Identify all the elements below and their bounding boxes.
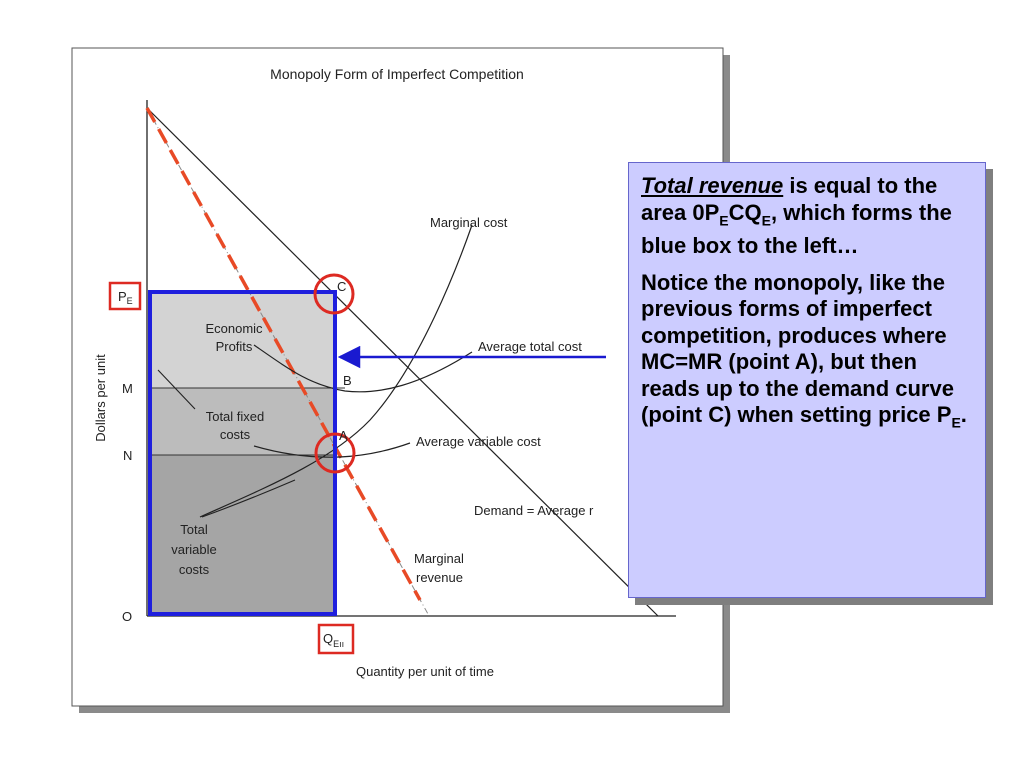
qe-marker-box (317, 623, 355, 655)
marginal-revenue-label-2: revenue (416, 570, 463, 585)
pe-tick-label: PE (118, 289, 133, 306)
callout-p1-part-b: CQ (728, 199, 762, 225)
total-fixed-costs-label-1: Total fixed (206, 409, 265, 424)
total-revenue-term: Total revenue (641, 173, 784, 198)
callout-p1-sub-1: E (719, 211, 729, 228)
n-tick-label: N (123, 448, 132, 463)
average-variable-cost-label: Average variable cost (416, 434, 541, 449)
demand-curve (146, 107, 659, 617)
marginal-revenue-label-1: Marginal (414, 551, 464, 566)
y-axis-label: Dollars per unit (93, 354, 108, 442)
total-fixed-costs-area (150, 388, 335, 455)
point-b-label: B (343, 373, 352, 388)
economic-profits-label-1: Economic (205, 321, 263, 336)
average-total-cost-label: Average total cost (478, 339, 582, 354)
average-variable-cost-curve (253, 442, 411, 458)
economic-profits-label-2: Profits (216, 339, 253, 354)
economic-profits-area (150, 292, 335, 388)
callout-p2-part-b: . (960, 402, 967, 428)
total-variable-costs-label-1: Total (180, 522, 208, 537)
callout-p1-part-a: is equal to the area 0P (641, 173, 938, 225)
demand-label: Demand = Average r (474, 503, 594, 518)
total-variable-costs-area (150, 455, 335, 615)
total-fixed-costs-leader (157, 369, 196, 410)
x-axis-label: Quantity per unit of time (356, 664, 494, 679)
total-variable-costs-label-2: variable (171, 542, 217, 557)
callout-paragraph-1: Total revenue is equal to the area 0PECQ… (641, 173, 977, 260)
callout-p1-part-c: , which forms the blue box to the left… (641, 199, 952, 259)
marginal-cost-label: Marginal cost (430, 215, 508, 230)
qe-tick-label: QEıı (323, 631, 344, 649)
callout-p2-part-a: Notice the monopoly, like the previous f… (641, 269, 954, 428)
total-variable-costs-leader (201, 479, 296, 518)
pe-marker-box (108, 281, 142, 311)
m-tick-label: M (122, 381, 133, 396)
point-c-label: C (337, 279, 346, 294)
total-variable-costs-label-3: costs (179, 562, 210, 577)
point-a-label: A (339, 428, 348, 443)
callout-p2-sub: E (951, 414, 961, 431)
total-revenue-box (148, 290, 337, 616)
marginal-cost-curve (199, 224, 473, 518)
diagram-title: Monopoly Form of Imperfect Competition (270, 66, 524, 82)
callout-paragraph-2: Notice the monopoly, like the previous f… (641, 270, 977, 436)
marginal-revenue-red-dash (145, 107, 422, 601)
origin-label: O (122, 609, 132, 624)
average-total-cost-curve (253, 344, 473, 393)
point-a-circle (314, 432, 356, 474)
total-fixed-costs-label-2: costs (220, 427, 251, 442)
explanation-callout: Total revenue is equal to the area 0PECQ… (628, 162, 986, 598)
point-c-circle (313, 273, 355, 315)
callout-p1-sub-2: E (761, 211, 771, 228)
